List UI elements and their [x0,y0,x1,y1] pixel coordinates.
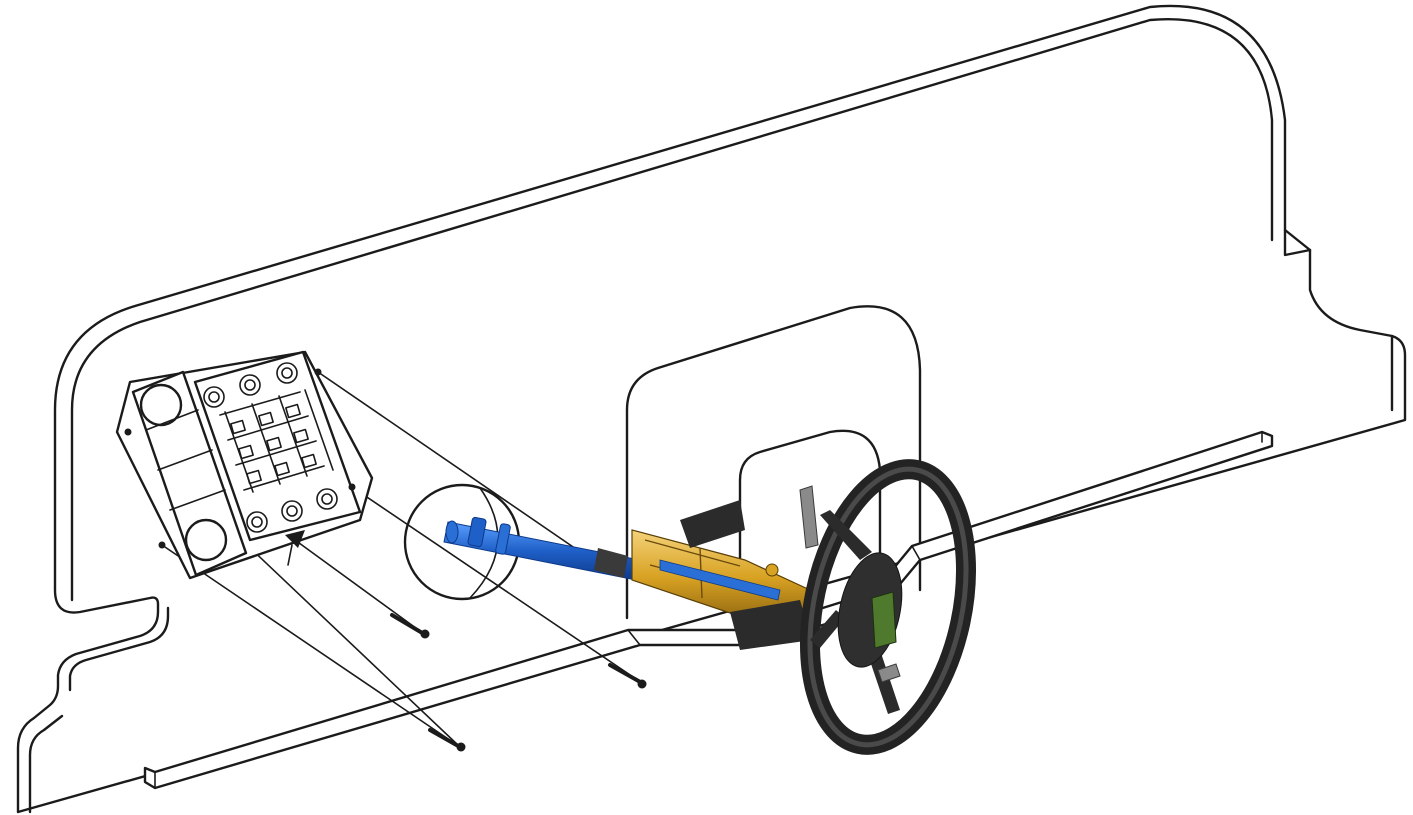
mounting-screw-1 [390,613,430,639]
fuse-grid [219,389,334,493]
mounting-screw-2 [608,663,647,689]
steering-column [443,485,819,650]
mounting-screw-3 [428,728,466,752]
fuse-relay-box [115,350,374,580]
fuse-sockets [203,362,338,533]
steering-wheel [799,459,977,755]
dashboard-panel [16,4,1407,814]
instrument-recess [625,305,922,620]
column-recess [738,429,882,614]
